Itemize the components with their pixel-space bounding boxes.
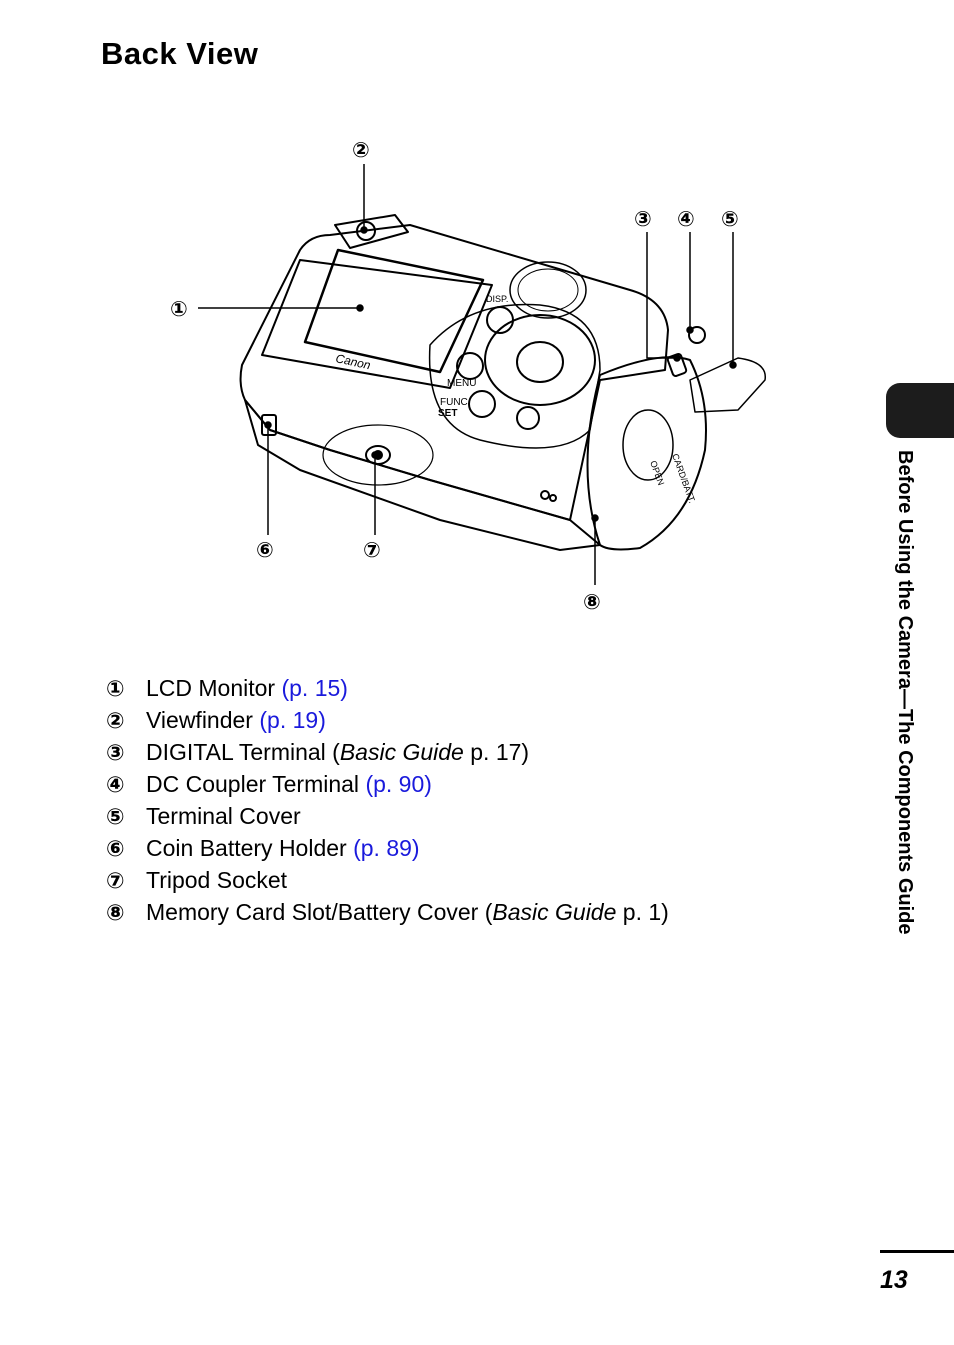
chapter-tab [886,383,954,438]
viewfinder-eyepiece [356,221,376,241]
battery-side-block [586,356,707,551]
func-set-button [468,390,496,418]
open-label: OPEN [648,459,666,486]
page-link[interactable]: (p. 19) [259,707,326,733]
card-battery-cover-latch [622,409,674,481]
mode-dial [509,261,587,319]
lcd-frame [261,259,493,389]
menu-button [456,352,484,380]
callout-7: ⑦ [363,538,381,562]
func-label: FUNC [440,397,468,408]
terminal-cover [689,357,766,413]
tripod-grille [322,424,434,486]
page-link[interactable]: (p. 15) [281,675,348,701]
callout-4: ④ [677,207,695,231]
camera-back-diagram: Canon DISP. MENU FUNC SET OPEN CARD/BATT… [170,138,766,614]
control-pad-ring [484,314,596,406]
page-number: 13 [880,1266,908,1294]
callout-1: ① [170,297,188,321]
chapter-tab-label: Before Using the Camera—The Components G… [894,450,916,935]
page-link[interactable]: (p. 90) [365,771,432,797]
disp-label: DISP. [486,294,508,304]
digital-terminal [666,353,688,377]
section-title: Back View [101,36,259,71]
lcd-screen [303,248,485,374]
callout-3: ③ [634,207,652,231]
control-pad-center [516,341,564,383]
tripod-socket [365,445,391,465]
callout-2: ② [352,138,370,162]
set-label: SET [438,408,457,419]
card-batt-label: CARD/BATT. [670,452,697,504]
callout-8: ⑧ [583,590,601,614]
print-button [516,406,540,430]
page-link[interactable]: (p. 89) [353,835,420,861]
coin-battery-holder [261,414,277,436]
viewfinder-housing [334,214,409,249]
camera-bottom [244,399,601,551]
callout-6: ⑥ [256,538,274,562]
dc-coupler-terminal [688,326,706,344]
callout-5: ⑤ [721,207,739,231]
page-number-rule [880,1250,954,1253]
menu-label: MENU [447,378,476,389]
